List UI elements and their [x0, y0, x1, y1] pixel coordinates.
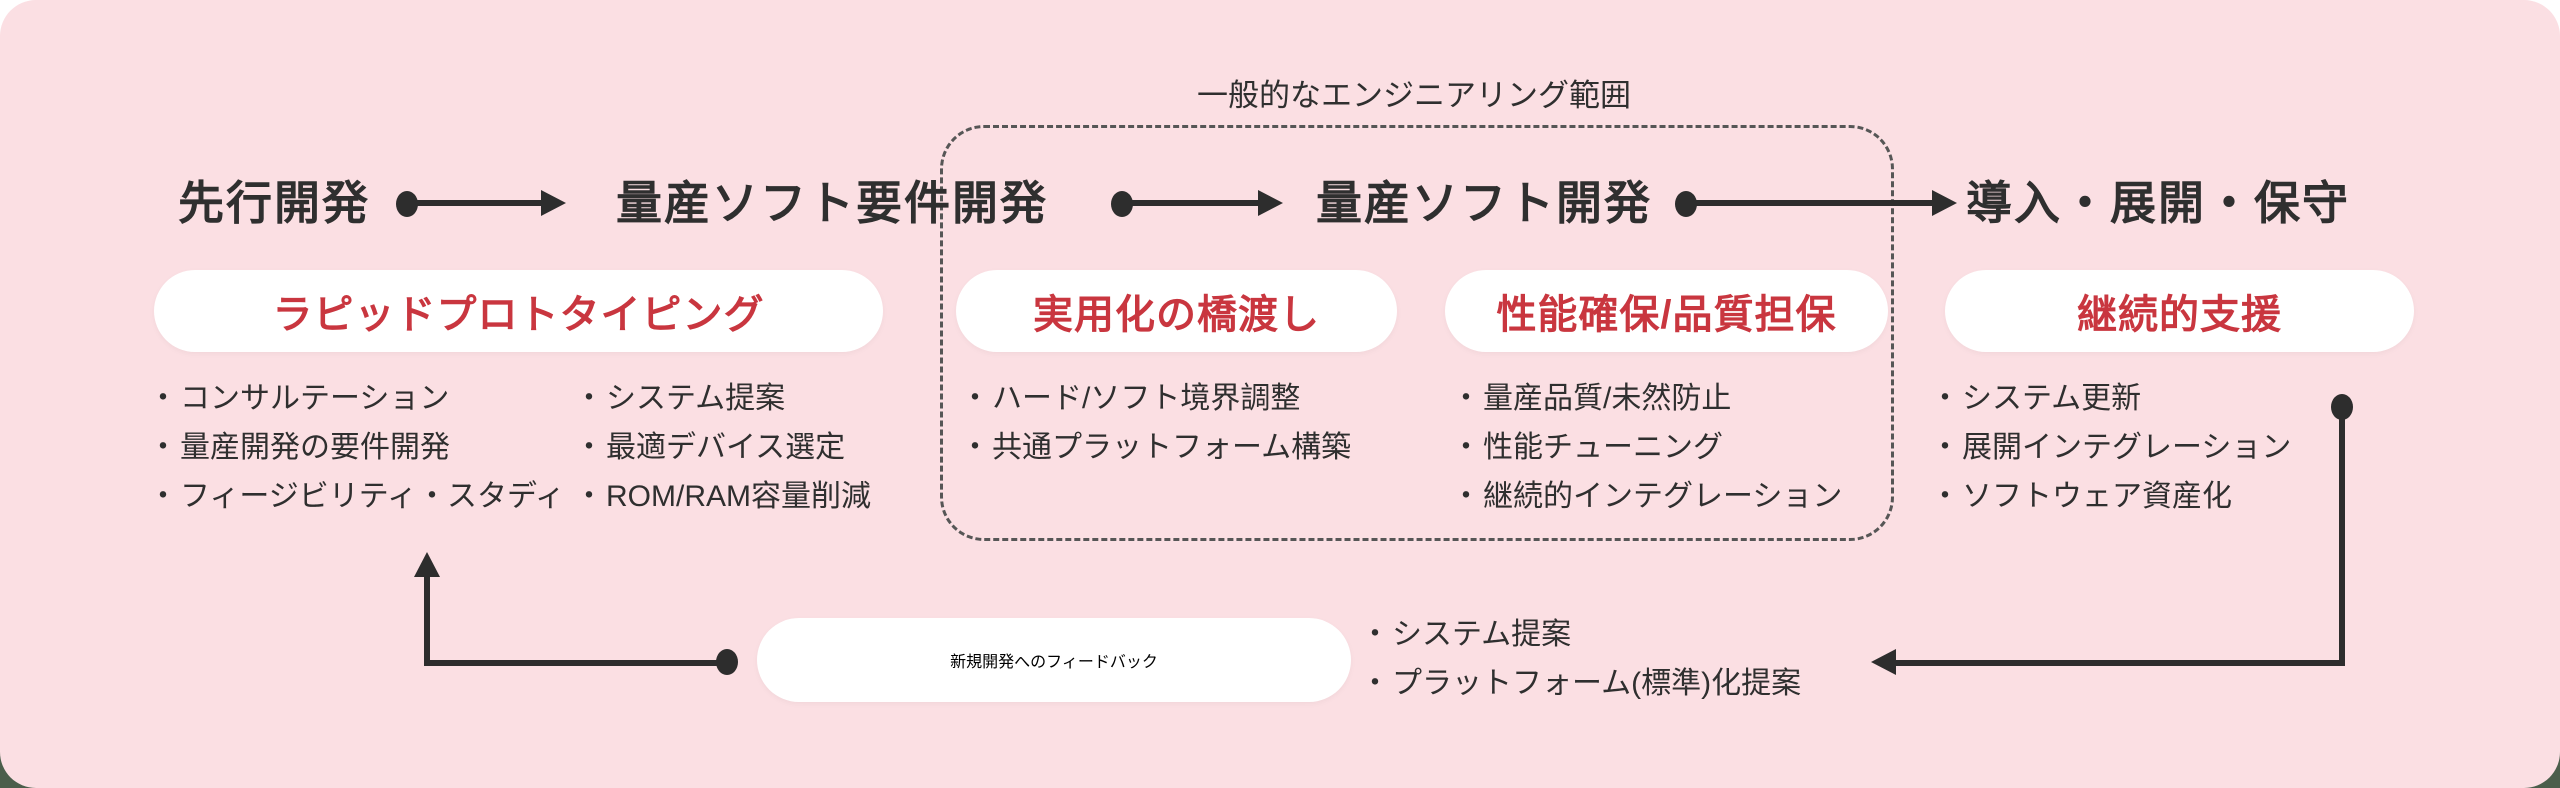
pill-rapid-prototyping: ラピッドプロトタイピング — [154, 270, 883, 352]
bullet-marker: ・ — [574, 431, 604, 464]
bullet-group-rapid-prototyping-col1: ・コンサルテーション ・量産開発の要件開発 ・フィージビリティ・スタディ — [148, 374, 565, 521]
bullet-item: ・ROM/RAM容量削減 — [574, 472, 871, 521]
bullet-group-continuous-support: ・システム更新 ・展開インテグレーション ・ソフトウェア資産化 — [1930, 374, 2291, 521]
bullet-text: ハード/ソフト境界調整 — [992, 382, 1301, 415]
flow-connector-line — [406, 200, 546, 206]
bullet-text: 性能チューニング — [1483, 431, 1723, 464]
bullet-marker: ・ — [148, 431, 178, 464]
flow-stage-software-development: 量産ソフト開発 — [1316, 177, 1652, 229]
feedback-connector-line — [424, 575, 430, 666]
pill-label: ラピッドプロトタイピング — [272, 293, 765, 337]
pill-continuous-support: 継続的支援 — [1945, 270, 2414, 352]
pill-label: 性能確保/品質担保 — [1496, 293, 1837, 337]
pill-feedback-to-new-development: 新規開発へのフィードバック — [757, 618, 1351, 702]
bullet-text: ROM/RAM容量削減 — [606, 480, 871, 513]
bullet-item: ・システム更新 — [1930, 374, 2291, 423]
bullet-marker: ・ — [574, 480, 604, 513]
flow-stage-deployment-maintenance: 導入・展開・保守 — [1966, 177, 2350, 229]
bullet-item: ・フィージビリティ・スタディ — [148, 472, 565, 521]
flow-stage-advanced-development: 先行開発 — [178, 177, 370, 229]
bullet-item: ・システム提案 — [574, 374, 871, 423]
flow-connector-line — [1685, 200, 1935, 206]
bullet-marker: ・ — [574, 382, 604, 415]
bullet-item: ・システム提案 — [1360, 610, 1801, 659]
bullet-item: ・量産品質/未然防止 — [1451, 374, 1842, 423]
bullet-marker: ・ — [1451, 382, 1481, 415]
bullet-text: 量産開発の要件開発 — [180, 431, 450, 464]
bullet-item: ・プラットフォーム(標準)化提案 — [1360, 659, 1801, 708]
bullet-item: ・継続的インテグレーション — [1451, 472, 1842, 521]
bullet-marker: ・ — [1930, 382, 1960, 415]
bullet-text: プラットフォーム(標準)化提案 — [1392, 667, 1802, 700]
bullet-group-practical-bridging: ・ハード/ソフト境界調整 ・共通プラットフォーム構築 — [960, 374, 1351, 472]
bullet-marker: ・ — [148, 480, 178, 513]
bullet-text: 展開インテグレーション — [1962, 431, 2292, 464]
bullet-item: ・展開インテグレーション — [1930, 423, 2291, 472]
bullet-item: ・コンサルテーション — [148, 374, 565, 423]
bullet-text: ソフトウェア資産化 — [1962, 480, 2232, 513]
engineering-scope-box — [940, 125, 1894, 541]
bullet-group-feedback: ・システム提案 ・プラットフォーム(標準)化提案 — [1360, 610, 1801, 708]
bullet-marker: ・ — [1360, 618, 1390, 651]
bullet-marker: ・ — [148, 382, 178, 415]
feedback-connector-dot — [716, 649, 738, 675]
bullet-text: 最適デバイス選定 — [606, 431, 846, 464]
arrowhead-right-icon — [1258, 190, 1283, 216]
bullet-text: システム更新 — [1962, 382, 2142, 415]
bullet-marker: ・ — [1451, 480, 1481, 513]
engineering-scope-label: 一般的なエンジニアリング範囲 — [1197, 78, 1631, 113]
feedback-connector-line — [2339, 405, 2345, 666]
bullet-item: ・ハード/ソフト境界調整 — [960, 374, 1351, 423]
bullet-item: ・最適デバイス選定 — [574, 423, 871, 472]
feedback-connector-line — [424, 660, 720, 666]
bullet-marker: ・ — [960, 431, 990, 464]
bullet-item: ・ソフトウェア資産化 — [1930, 472, 2291, 521]
pill-practical-bridging: 実用化の橋渡し — [956, 270, 1397, 352]
bullet-item: ・共通プラットフォーム構築 — [960, 423, 1351, 472]
bullet-text: 共通プラットフォーム構築 — [992, 431, 1352, 464]
bullet-marker: ・ — [960, 382, 990, 415]
bullet-text: フィージビリティ・スタディ — [180, 480, 565, 513]
bullet-marker: ・ — [1930, 480, 1960, 513]
arrowhead-up-icon — [414, 552, 440, 577]
flow-connector-line — [1121, 200, 1263, 206]
bullet-text: 量産品質/未然防止 — [1483, 382, 1732, 415]
pill-label: 継続的支援 — [2077, 293, 2282, 337]
flow-stage-requirements-development: 量産ソフト要件開発 — [616, 177, 1048, 229]
arrowhead-left-icon — [1871, 649, 1896, 675]
bullet-item: ・量産開発の要件開発 — [148, 423, 565, 472]
bullet-text: コンサルテーション — [180, 382, 450, 415]
pill-label: 実用化の橋渡し — [1033, 293, 1320, 337]
feedback-connector-line — [1896, 660, 2345, 666]
arrowhead-right-icon — [1932, 190, 1957, 216]
bullet-marker: ・ — [1930, 431, 1960, 464]
bullet-marker: ・ — [1360, 667, 1390, 700]
pill-label: 新規開発へのフィードバック — [950, 654, 1158, 671]
arrowhead-right-icon — [541, 190, 566, 216]
bullet-group-performance-quality: ・量産品質/未然防止 ・性能チューニング ・継続的インテグレーション — [1451, 374, 1842, 521]
bullet-text: システム提案 — [606, 382, 786, 415]
bullet-marker: ・ — [1451, 431, 1481, 464]
bullet-text: 継続的インテグレーション — [1483, 480, 1843, 513]
bullet-text: システム提案 — [1392, 618, 1572, 651]
pill-performance-quality: 性能確保/品質担保 — [1445, 270, 1888, 352]
bullet-group-rapid-prototyping-col2: ・システム提案 ・最適デバイス選定 ・ROM/RAM容量削減 — [574, 374, 871, 521]
bullet-item: ・性能チューニング — [1451, 423, 1842, 472]
